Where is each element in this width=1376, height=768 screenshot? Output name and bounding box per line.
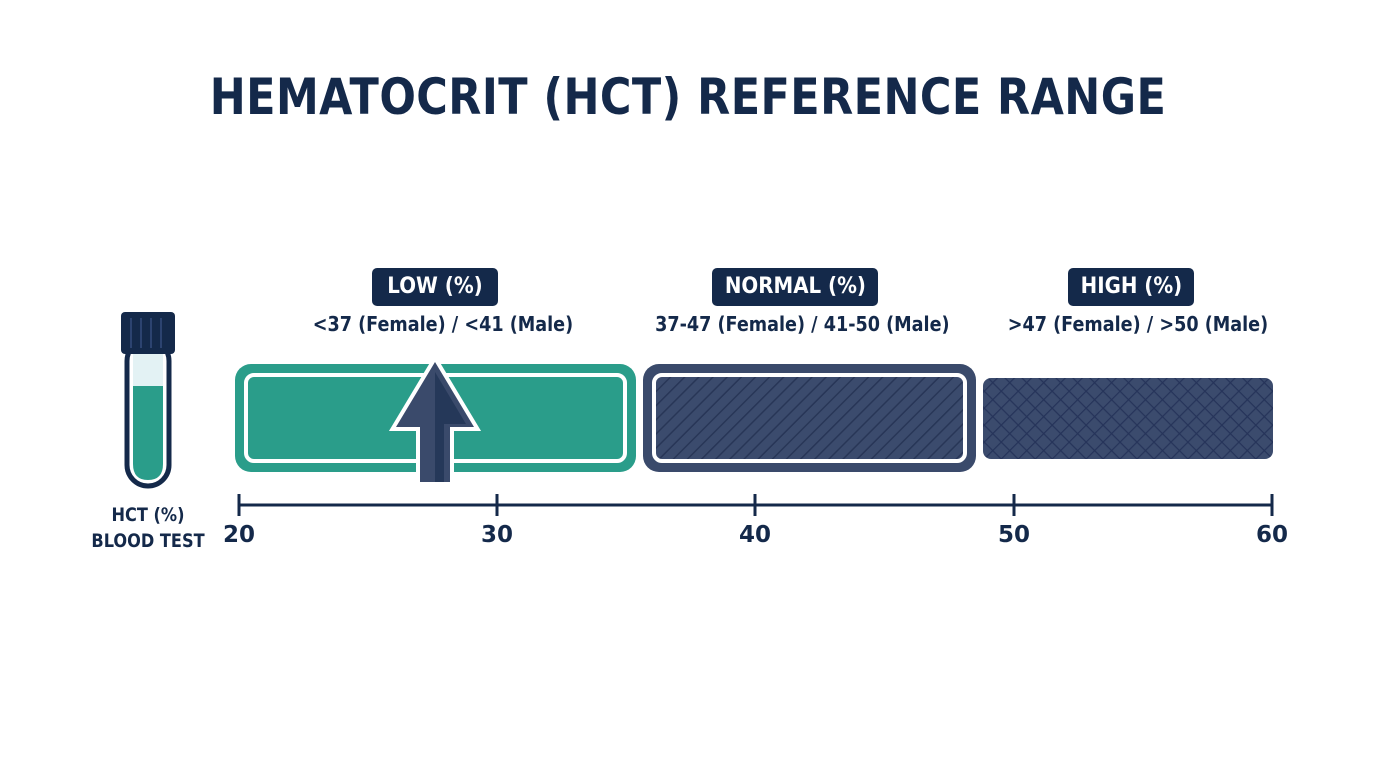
page-title: HEMATOCRIT (HCT) REFERENCE RANGE (209, 68, 1167, 126)
axis-label-50: 50 (997, 522, 1030, 548)
tube-caption-line1: HCT (%) (111, 504, 185, 526)
normal-category-label: NORMAL (%) (712, 268, 878, 306)
high-range-bar (983, 378, 1273, 459)
axis-label-30: 30 (480, 522, 513, 548)
low-category-range: <37 (Female) / <41 (Male) (312, 312, 574, 336)
test-tube-icon (121, 312, 175, 489)
axis-label-20: 20 (222, 522, 255, 548)
tube-caption-line2: BLOOD TEST (91, 530, 205, 552)
up-arrow-icon (388, 354, 482, 486)
low-category-label: LOW (%) (372, 268, 498, 306)
axis-label-60: 60 (1255, 522, 1288, 548)
high-category-label: HIGH (%) (1068, 268, 1194, 306)
axis-label-40: 40 (738, 522, 771, 548)
tube-caption: HCT (%) BLOOD TEST (80, 502, 216, 554)
normal-category-range: 37-47 (Female) / 41-50 (Male) (655, 312, 950, 336)
normal-range-bar (643, 364, 976, 472)
axis (237, 494, 1274, 516)
high-category-range: >47 (Female) / >50 (Male) (1007, 312, 1269, 336)
